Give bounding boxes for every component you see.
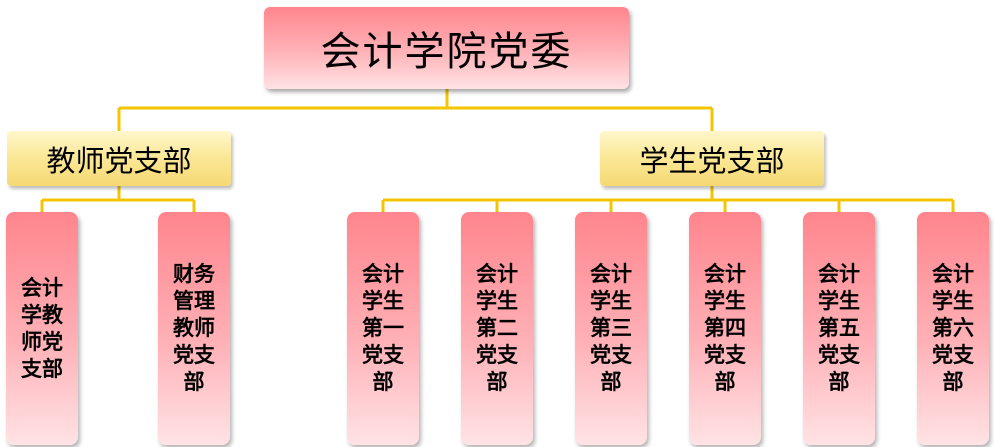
leaf-node-label: 会计学生第一党支部 [362,262,404,394]
leaf-node-student-branch-2: 会计学生第二党支部 [461,212,533,445]
branch-node-label: 教师党支部 [46,143,192,178]
branch-node-teacher-branch: 教师党支部 [7,131,231,186]
leaf-node-label: 会计学生第四党支部 [704,262,746,394]
leaf-node-student-branch-3: 会计学生第三党支部 [575,212,647,445]
leaf-node-label: 会计学生第五党支部 [818,262,860,394]
leaf-node-label: 财务管理教师党支部 [173,262,215,394]
leaf-node-student-branch-6: 会计学生第六党支部 [917,212,989,445]
leaf-node-student-branch-4: 会计学生第四党支部 [689,212,761,445]
leaf-node-finance-teacher-branch: 财务管理教师党支部 [158,212,230,445]
leaf-node-label: 会计学生第六党支部 [932,262,974,394]
root-node-label: 会计学院党委 [320,29,573,75]
leaf-node-label: 会计学教师党支部 [21,275,63,381]
branch-node-student-branch: 学生党支部 [600,131,824,186]
branch-node-label: 学生党支部 [639,143,785,178]
leaf-node-label: 会计学生第二党支部 [476,262,518,394]
leaf-node-student-branch-5: 会计学生第五党支部 [803,212,875,445]
leaf-node-accounting-teacher-branch: 会计学教师党支部 [6,212,78,445]
root-node-party-committee: 会计学院党委 [264,7,629,89]
leaf-node-student-branch-1: 会计学生第一党支部 [347,212,419,445]
leaf-node-label: 会计学生第三党支部 [590,262,632,394]
